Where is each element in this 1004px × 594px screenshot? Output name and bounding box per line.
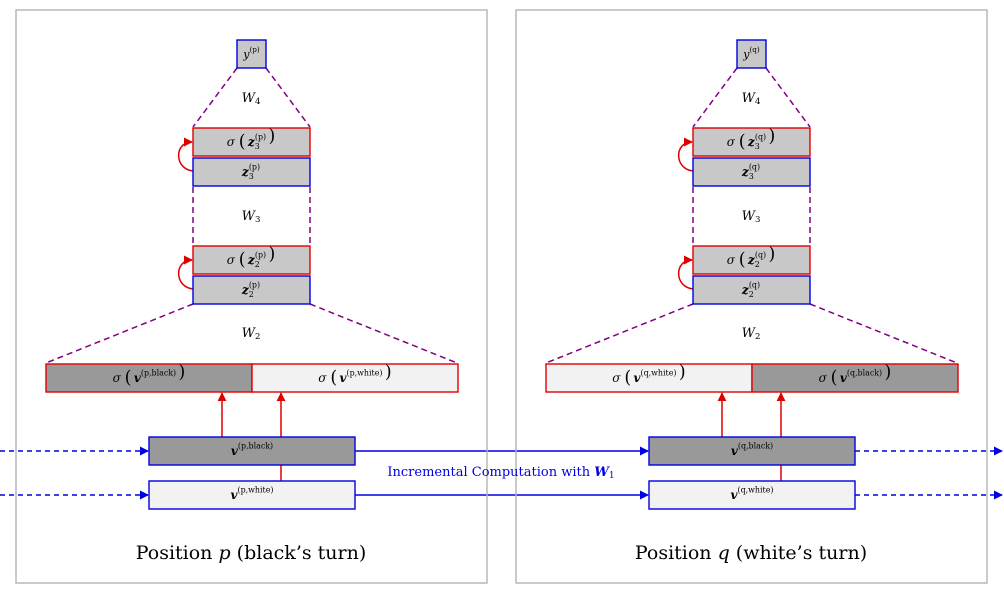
panel-p-z2-label: z2(p) [241,280,260,298]
panel-q-z2-activation-arrow [678,255,694,290]
panel-p-w2-edge-left [45,303,194,364]
panel-p-z3-activation-arrow [178,137,194,172]
panel-p-accumulator-bottom-label: v(p,white) [231,485,274,502]
panel-p-concat-left-label: σ ( v(p,black) ) [113,362,186,388]
label-layer: y(p) W4 σ ( z3(p) ) z3(p) W3 σ ( z2(p) ) z2(p)… [113,44,892,564]
panel-p-accumulator-bottom-node [148,480,356,510]
panel-q-z3-label: z3(q) [741,162,760,180]
panel-p-z2-activation-label: σ ( z2(p) ) [227,244,276,270]
panel-q-w4-label: W4 [742,91,761,108]
panel-p-z2-activation-node [192,245,311,275]
panel-q-z3-activation-node [692,127,811,157]
panel-q-w2-edge-left [545,303,694,364]
panel-q-caption: Position q (white’s turn) [635,542,867,564]
panel-q-accumulator-bottom-label: v(q,white) [731,485,774,502]
panel-q-output-label: y(q) [742,44,760,60]
panel-q-concat-right-label: σ ( v(q,black) ) [819,362,892,388]
panel-p-w3-label: W3 [242,209,261,226]
panel-p-output-node [236,39,267,69]
panel-p-caption: Position p (black’s turn) [136,542,367,564]
panel-q-z2-activation-node [692,245,811,275]
panel-p-w4-edge-left [192,67,238,128]
panel-q-z2-label: z2(q) [741,280,760,298]
panel-q-frame [515,9,988,584]
panel-q-output-node [736,39,767,69]
panel-q-w2-label: W2 [742,326,761,343]
connector-layer [0,67,1003,500]
panel-p-w4-edge-right [265,67,311,128]
panel-q-w4-edge-right [765,67,811,128]
panel-q-z3-activation-arrow [678,137,694,172]
panel-q-accumulator-top-node [648,436,856,466]
panel-p-accumulator-top-label: v(p,black) [231,441,273,458]
panel-p-w2-label: W2 [242,326,261,343]
panel-p-z3-activation-label: σ ( z3(p) ) [227,126,276,152]
node-layer [15,9,988,584]
panel-p-z3-activation-node [192,127,311,157]
panel-q-accumulator-top-label: v(q,black) [731,441,773,458]
panel-p-concat-left-node [45,363,253,393]
panel-q-w2-edge-right [809,303,958,364]
panel-p-concat-right-node [251,363,459,393]
incremental-computation-label: Incremental Computation with W1 [387,465,614,482]
panel-p-z2-activation-arrow [178,255,194,290]
panel-q-z2-node [692,275,811,305]
panel-p-z3-label: z3(p) [241,162,260,180]
panel-q-accumulator-bottom-node [648,480,856,510]
panel-q-w3-label: W3 [742,209,761,226]
panel-p-accumulator-top-node [148,436,356,466]
panel-p-w2-edge-right [309,303,458,364]
panel-q-concat-left-node [545,363,753,393]
panel-p-frame [15,9,488,584]
panel-q-w4-edge-left [692,67,738,128]
panel-q-z3-activation-label: σ ( z3(q) ) [727,126,776,152]
panel-p-output-label: y(p) [242,44,260,60]
panel-q-z3-node [692,157,811,187]
panel-p-concat-right-label: σ ( v(p,white) ) [318,362,391,388]
panel-p-w4-label: W4 [242,91,261,108]
panel-p-z3-node [192,157,311,187]
panel-p-z2-node [192,275,311,305]
panel-q-concat-right-node [751,363,959,393]
panel-q-z2-activation-label: σ ( z2(q) ) [727,244,776,270]
panel-q-concat-left-label: σ ( v(q,white) ) [612,362,685,388]
